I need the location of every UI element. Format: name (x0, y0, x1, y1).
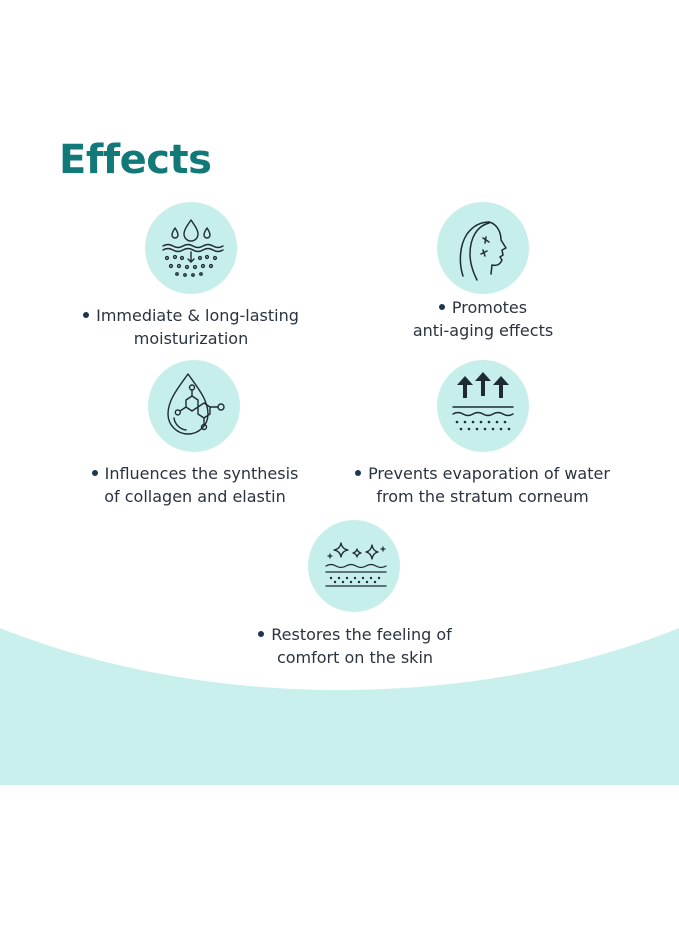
bullet (83, 311, 90, 318)
sparkle-skin-icon (308, 520, 400, 612)
effect-caption-anti-aging: Promotes anti-aging effects (412, 298, 554, 340)
water-drop-skin-icon (145, 202, 237, 294)
face-profile-icon (437, 202, 529, 294)
bullet (91, 469, 98, 476)
effect-caption-comfort: Restores the feeling of comfort on the s… (235, 623, 475, 669)
arrows-up-skin-icon (437, 360, 529, 452)
bullet (438, 303, 445, 310)
page-title: Effects (59, 137, 212, 183)
effect-caption-moisturization: Immediate & long-lasting moisturization (60, 304, 322, 350)
bullet (355, 469, 362, 476)
bullet (258, 630, 265, 637)
effect-caption-collagen: Influences the synthesis of collagen and… (70, 462, 320, 508)
molecule-drop-icon (148, 360, 240, 452)
effect-caption-evaporation: Prevents evaporation of water from the s… (340, 462, 625, 508)
